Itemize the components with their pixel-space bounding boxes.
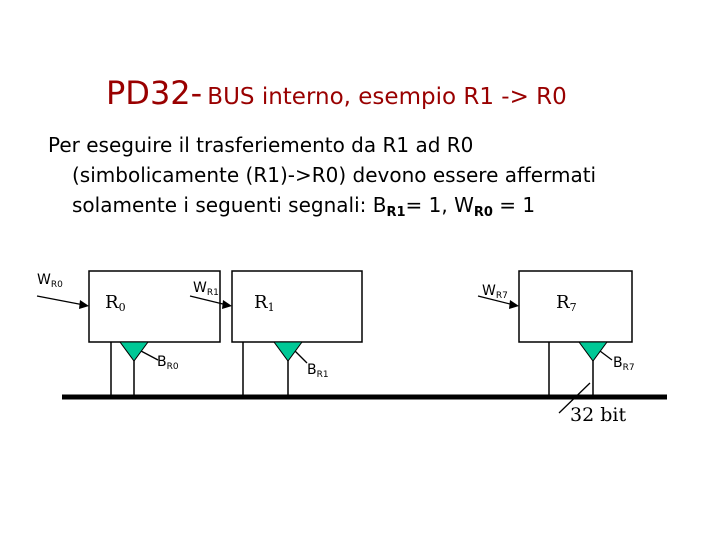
buffer-signal-label-r0: BR0: [157, 354, 179, 372]
eq-2: = 1: [492, 193, 536, 217]
register-label-r1: R1: [254, 292, 275, 314]
register-label-r0: R0: [105, 292, 126, 314]
buffer-triangle-r0: [119, 341, 149, 362]
buffer-triangle-r1: [273, 341, 303, 362]
write-signal-label-r0: WR0: [37, 272, 63, 290]
bus-width-slash: [558, 382, 591, 414]
description-line-3: solamente i seguenti segnali: BR1= 1, WR…: [48, 190, 596, 228]
register-box-r1: [231, 270, 363, 343]
buffer-triangle-r7: [578, 341, 608, 362]
description-text: Per eseguire il trasferiemento da R1 ad …: [48, 130, 596, 228]
write-arrow-r7: [477, 295, 519, 309]
register-box-r0: [88, 270, 221, 343]
eq-1: = 1, W: [405, 193, 474, 217]
line3-prefix: solamente i seguenti segnali: B: [72, 193, 387, 217]
description-line-1: Per eseguire il trasferiemento da R1 ad …: [48, 133, 474, 157]
buffer-enable-r0: [140, 350, 159, 361]
b-subscript: R1: [386, 205, 406, 220]
title-main: PD32-: [106, 74, 203, 112]
write-signal-label-r7: WR7: [482, 283, 508, 301]
write-signal-label-r1: WR1: [193, 280, 219, 298]
buffer-signal-label-r1: BR1: [307, 362, 329, 380]
title-sub: BUS interno, esempio R1 -> R0: [207, 84, 567, 110]
bus-width-label: 32 bit: [570, 404, 627, 426]
buffer-enable-r1: [294, 350, 308, 364]
description-line-2: (simbolicamente (R1)->R0) devono essere …: [72, 163, 597, 187]
buffer-signal-label-r7: BR7: [613, 355, 635, 373]
register-label-r7: R7: [556, 292, 577, 314]
slide-title: PD32- BUS interno, esempio R1 -> R0: [106, 74, 567, 112]
buffer-enable-r7: [599, 350, 613, 361]
write-arrow-r0: [36, 295, 89, 309]
w-subscript: R0: [473, 205, 493, 220]
register-box-r7: [518, 270, 633, 343]
write-arrow-r1: [189, 295, 232, 309]
